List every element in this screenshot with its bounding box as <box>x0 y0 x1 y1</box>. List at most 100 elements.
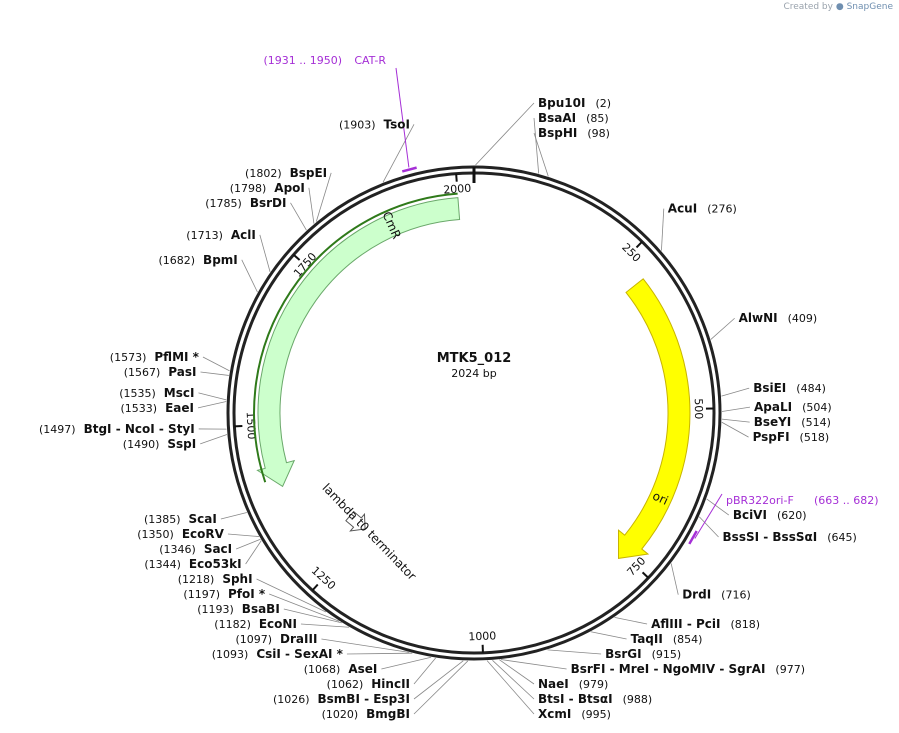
restriction-site: BspHI(98) <box>538 126 610 140</box>
restriction-site: EcoRV(1350) <box>137 527 224 541</box>
bp-tick <box>641 571 650 579</box>
site-position: (514) <box>801 416 831 429</box>
restriction-site: BsaAI(85) <box>538 111 609 125</box>
snapgene-credit: Created by ● SnapGene <box>783 2 893 12</box>
site-leader <box>290 202 307 231</box>
terminator-marker-icon <box>345 510 366 532</box>
site-leader <box>321 638 410 653</box>
site-leader <box>721 418 750 423</box>
site-leader <box>220 512 247 520</box>
site-leader-lines <box>197 102 751 715</box>
site-name: EcoNI <box>259 617 297 631</box>
site-position: (995) <box>581 708 611 721</box>
site-position: (1567) <box>124 366 161 379</box>
site-position: (979) <box>579 678 609 691</box>
site-position: (854) <box>673 633 703 646</box>
site-position: (1682) <box>158 254 195 267</box>
site-leader <box>269 593 340 622</box>
site-position: (1802) <box>245 167 282 180</box>
restriction-site: BpmI(1682) <box>158 253 237 267</box>
backbone-outer-ring <box>226 165 722 661</box>
site-leader <box>245 540 262 565</box>
restriction-site: PspFI(518) <box>753 430 830 444</box>
site-leader <box>259 234 271 272</box>
site-name: NaeI <box>538 677 569 691</box>
site-name: DraIII <box>280 632 317 646</box>
restriction-site: DrdI(716) <box>682 588 751 602</box>
site-name: XcmI <box>538 707 571 721</box>
restriction-site: BciVI(620) <box>733 508 807 522</box>
site-leader <box>382 124 415 183</box>
site-position: (1062) <box>327 678 364 691</box>
site-position: (1218) <box>178 573 215 586</box>
feature-arrow-ori <box>617 278 691 559</box>
site-position: (1093) <box>212 648 249 661</box>
site-position: (1903) <box>339 118 376 131</box>
primer-bar <box>688 530 698 545</box>
site-name: BspHI <box>538 126 577 140</box>
primer-leader <box>395 67 410 168</box>
site-position: (1026) <box>273 693 310 706</box>
site-leader <box>721 406 751 412</box>
restriction-site: BseYI(514) <box>754 415 831 429</box>
site-name: BsiEI <box>753 381 786 395</box>
restriction-site: SspI(1490) <box>123 437 196 451</box>
site-name: ScaI <box>189 512 217 526</box>
site-leader <box>283 608 342 624</box>
site-name: Eco53kI <box>189 557 242 571</box>
restriction-site: AlwNI(409) <box>739 311 818 325</box>
site-position: (716) <box>721 589 751 602</box>
site-name: AflIII - PciI <box>651 617 720 631</box>
site-name: MscI <box>164 386 195 400</box>
restriction-site: BsrGI (915) <box>605 647 681 661</box>
restriction-site: BspEI(1802) <box>245 166 327 180</box>
site-leader <box>346 652 413 655</box>
restriction-site: SacI(1346) <box>159 542 232 556</box>
restriction-site: BsaBI(1193) <box>197 602 280 616</box>
restriction-site: DraIII(1097) <box>235 632 317 646</box>
site-name: Bpu10I <box>538 96 585 110</box>
site-position: (1713) <box>186 229 223 242</box>
site-position: (1197) <box>183 588 220 601</box>
restriction-site: BsiEI(484) <box>753 381 826 395</box>
site-name: BtgI - NcoI - StyI <box>84 422 195 436</box>
site-position: (1193) <box>197 603 234 616</box>
bp-tick <box>292 253 301 261</box>
plasmid-name: MTK5_012 <box>437 351 512 366</box>
site-name: BsrGI <box>605 647 642 661</box>
restriction-site: TsoI(1903) <box>339 117 410 131</box>
restriction-site: XcmI (995) <box>538 707 611 721</box>
primer-label: pBR322ori-F <box>726 494 794 507</box>
site-position: (1573) <box>110 351 147 364</box>
restriction-site: CsiI - SexAI *(1093) <box>212 647 344 661</box>
site-position: (1533) <box>121 402 158 415</box>
site-leader <box>547 649 602 655</box>
site-name: BsrFI - MreI - NgoMIV - SgrAI <box>571 662 766 676</box>
bp-tick-label: 500 <box>692 398 705 419</box>
restriction-site: ApaLI(504) <box>754 400 832 414</box>
restriction-site: ScaI(1385) <box>144 512 217 526</box>
credit-brand: SnapGene <box>846 2 893 12</box>
restriction-site: AseI(1068) <box>304 662 378 676</box>
plasmid-length: 2024 bp <box>451 367 496 380</box>
site-leader <box>533 117 540 174</box>
bp-tick <box>455 173 458 182</box>
primer-range: (663 .. 682) <box>814 494 879 507</box>
site-labels: Bpu10I(2)BsaAI(85)BspHI(98)AcuI(276)AlwN… <box>39 96 857 721</box>
site-position: (1020) <box>322 708 359 721</box>
site-position: (915) <box>652 648 682 661</box>
bp-tick <box>311 583 319 592</box>
site-name: HincII <box>371 677 410 691</box>
site-position: (1535) <box>119 387 156 400</box>
site-name: BciVI <box>733 508 767 522</box>
site-name: SphI <box>222 572 252 586</box>
restriction-site: NaeI (979) <box>538 677 608 691</box>
site-leader <box>300 623 350 628</box>
restriction-site: BtgI - NcoI - StyI(1497) <box>39 422 195 436</box>
site-position: (1350) <box>137 528 174 541</box>
site-position: (1490) <box>123 438 160 451</box>
site-leader <box>661 208 665 251</box>
site-leader <box>721 421 749 438</box>
site-leader <box>413 660 464 700</box>
